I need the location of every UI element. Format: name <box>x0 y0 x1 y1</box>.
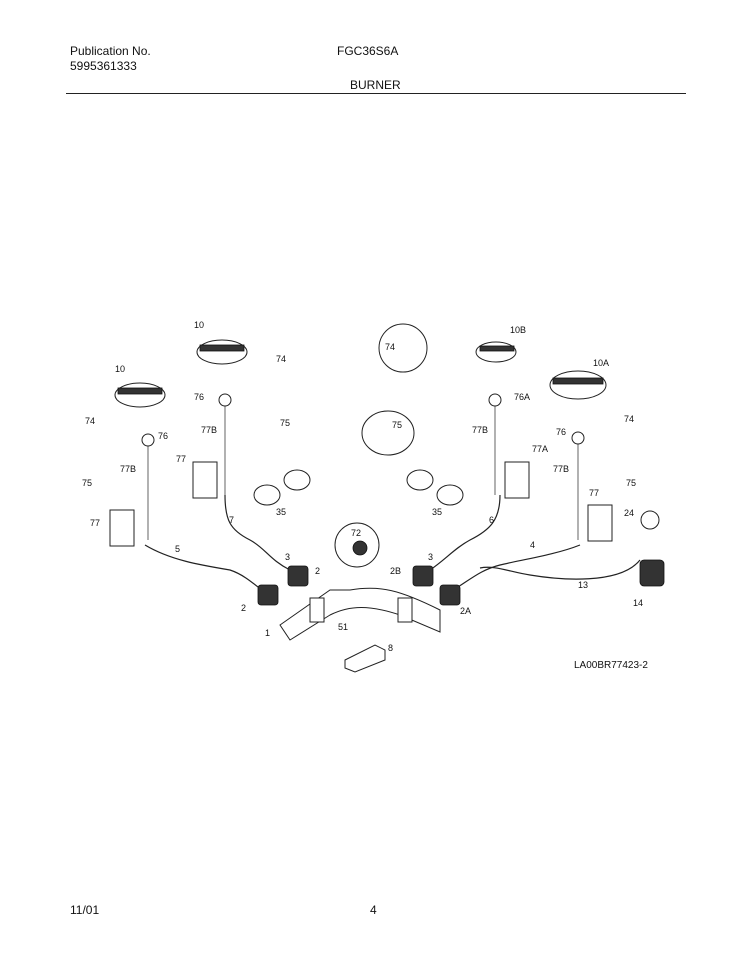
callout-label: 74 <box>276 354 286 364</box>
callout-label: 10 <box>115 364 125 374</box>
model-number: FGC36S6A <box>337 44 399 58</box>
callout-label: 3 <box>428 552 433 562</box>
switch-8 <box>344 644 386 673</box>
callout-label: 75 <box>392 420 402 430</box>
callout-label: 77 <box>589 488 599 498</box>
callout-label: 76 <box>158 431 168 441</box>
callout-label: 74 <box>85 416 95 426</box>
callout-label: 77B <box>553 464 569 474</box>
detail-circle-74 <box>378 323 428 373</box>
bracket-77-left <box>109 509 135 547</box>
part-24 <box>640 510 660 530</box>
footer-date: 11/01 <box>70 903 100 917</box>
burner-head-10a <box>549 370 607 400</box>
burner-head-10-left <box>114 382 166 408</box>
publication-label: Publication No. <box>70 44 151 58</box>
callout-label: 75 <box>626 478 636 488</box>
burner-cap-left-b <box>283 469 311 491</box>
callout-label: 10A <box>593 358 609 368</box>
callout-label: 35 <box>276 507 286 517</box>
callout-label: 3 <box>285 552 290 562</box>
bracket-77-center <box>192 461 218 499</box>
bracket-77a <box>504 461 530 499</box>
burner-cap-right-a <box>406 469 434 491</box>
publication-number: 5995361333 <box>70 59 137 73</box>
bracket-77-right <box>587 504 613 542</box>
valve-left-2 <box>257 565 309 606</box>
manifold-1 <box>279 587 441 641</box>
burner-cap-left-a <box>253 484 281 506</box>
callout-label: 76 <box>194 392 204 402</box>
callout-label: 2A <box>460 606 471 616</box>
callout-label: 24 <box>624 508 634 518</box>
callout-label: 4 <box>530 540 535 550</box>
callout-label: 77 <box>176 454 186 464</box>
callout-label: 77B <box>201 425 217 435</box>
orifice-parts <box>141 393 585 540</box>
callout-label: 77A <box>532 444 548 454</box>
page-number: 4 <box>370 903 377 917</box>
callout-label: 14 <box>633 598 643 608</box>
callout-label: 35 <box>432 507 442 517</box>
callout-label: 1 <box>265 628 270 638</box>
detail-circle-75 <box>361 410 415 456</box>
callout-label: 77B <box>472 425 488 435</box>
knob-72 <box>352 540 368 556</box>
callout-label: 10B <box>510 325 526 335</box>
callout-label: 77B <box>120 464 136 474</box>
callout-label: 77 <box>90 518 100 528</box>
burner-cap-right-b <box>436 484 464 506</box>
header-rule <box>66 93 686 94</box>
burner-head-10b <box>475 341 517 363</box>
regulator-14 <box>639 559 665 587</box>
burner-head-10-center <box>196 339 248 365</box>
callout-label: 8 <box>388 643 393 653</box>
callout-label: 72 <box>351 528 361 538</box>
valve-right-2 <box>412 565 461 606</box>
callout-label: 10 <box>194 320 204 330</box>
callout-label: 76 <box>556 427 566 437</box>
tube-4 <box>449 544 581 593</box>
callout-label: 2B <box>390 566 401 576</box>
callout-label: 2 <box>315 566 320 576</box>
callout-label: 13 <box>578 580 588 590</box>
tube-7 <box>224 494 291 571</box>
callout-label: 2 <box>241 603 246 613</box>
tube-13 <box>479 559 641 580</box>
tube-6 <box>429 494 501 571</box>
callout-label: 75 <box>82 478 92 488</box>
drawing-id: LA00BR77423-2 <box>574 660 648 671</box>
callout-label: 74 <box>385 342 395 352</box>
section-title: BURNER <box>350 78 401 92</box>
manifold-bracket-right <box>397 597 413 623</box>
callout-label: 75 <box>280 418 290 428</box>
tube-5 <box>144 544 269 596</box>
callout-label: 7 <box>229 515 234 525</box>
callout-label: 5 <box>175 544 180 554</box>
callout-label: 6 <box>489 515 494 525</box>
callout-label: 76A <box>514 392 530 402</box>
callout-label: 74 <box>624 414 634 424</box>
callout-label: 51 <box>338 622 348 632</box>
manifold-bracket-left <box>309 597 325 623</box>
